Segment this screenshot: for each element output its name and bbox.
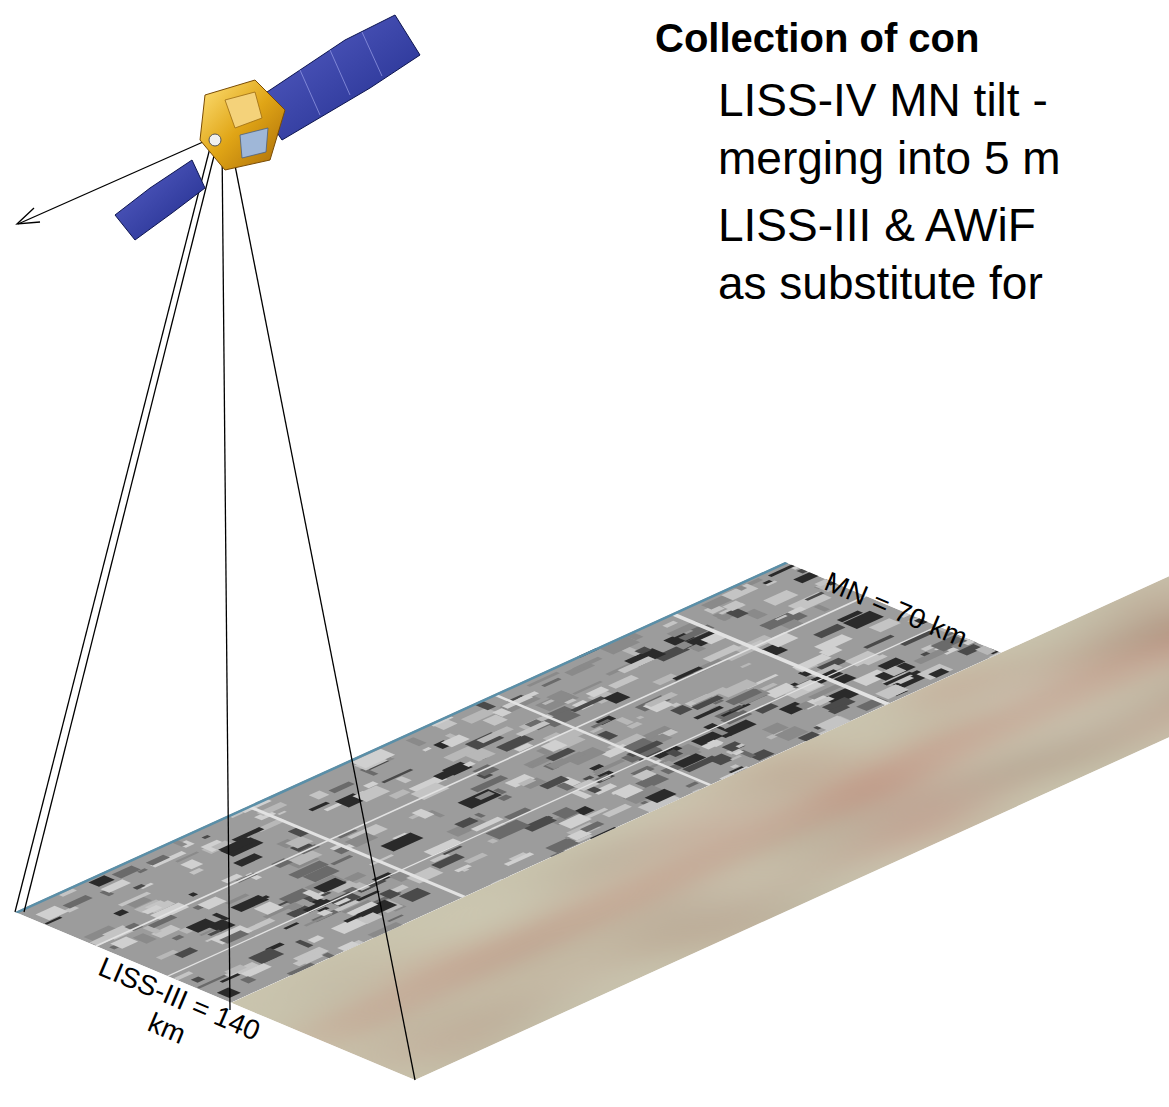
bullet-text: LISS-IV MN tilt - merging into 5 m <box>718 71 1083 187</box>
slide-title: Collection of con <box>655 16 979 61</box>
bullet-text: LISS-III & AWiF as substitute for <box>718 196 1083 312</box>
